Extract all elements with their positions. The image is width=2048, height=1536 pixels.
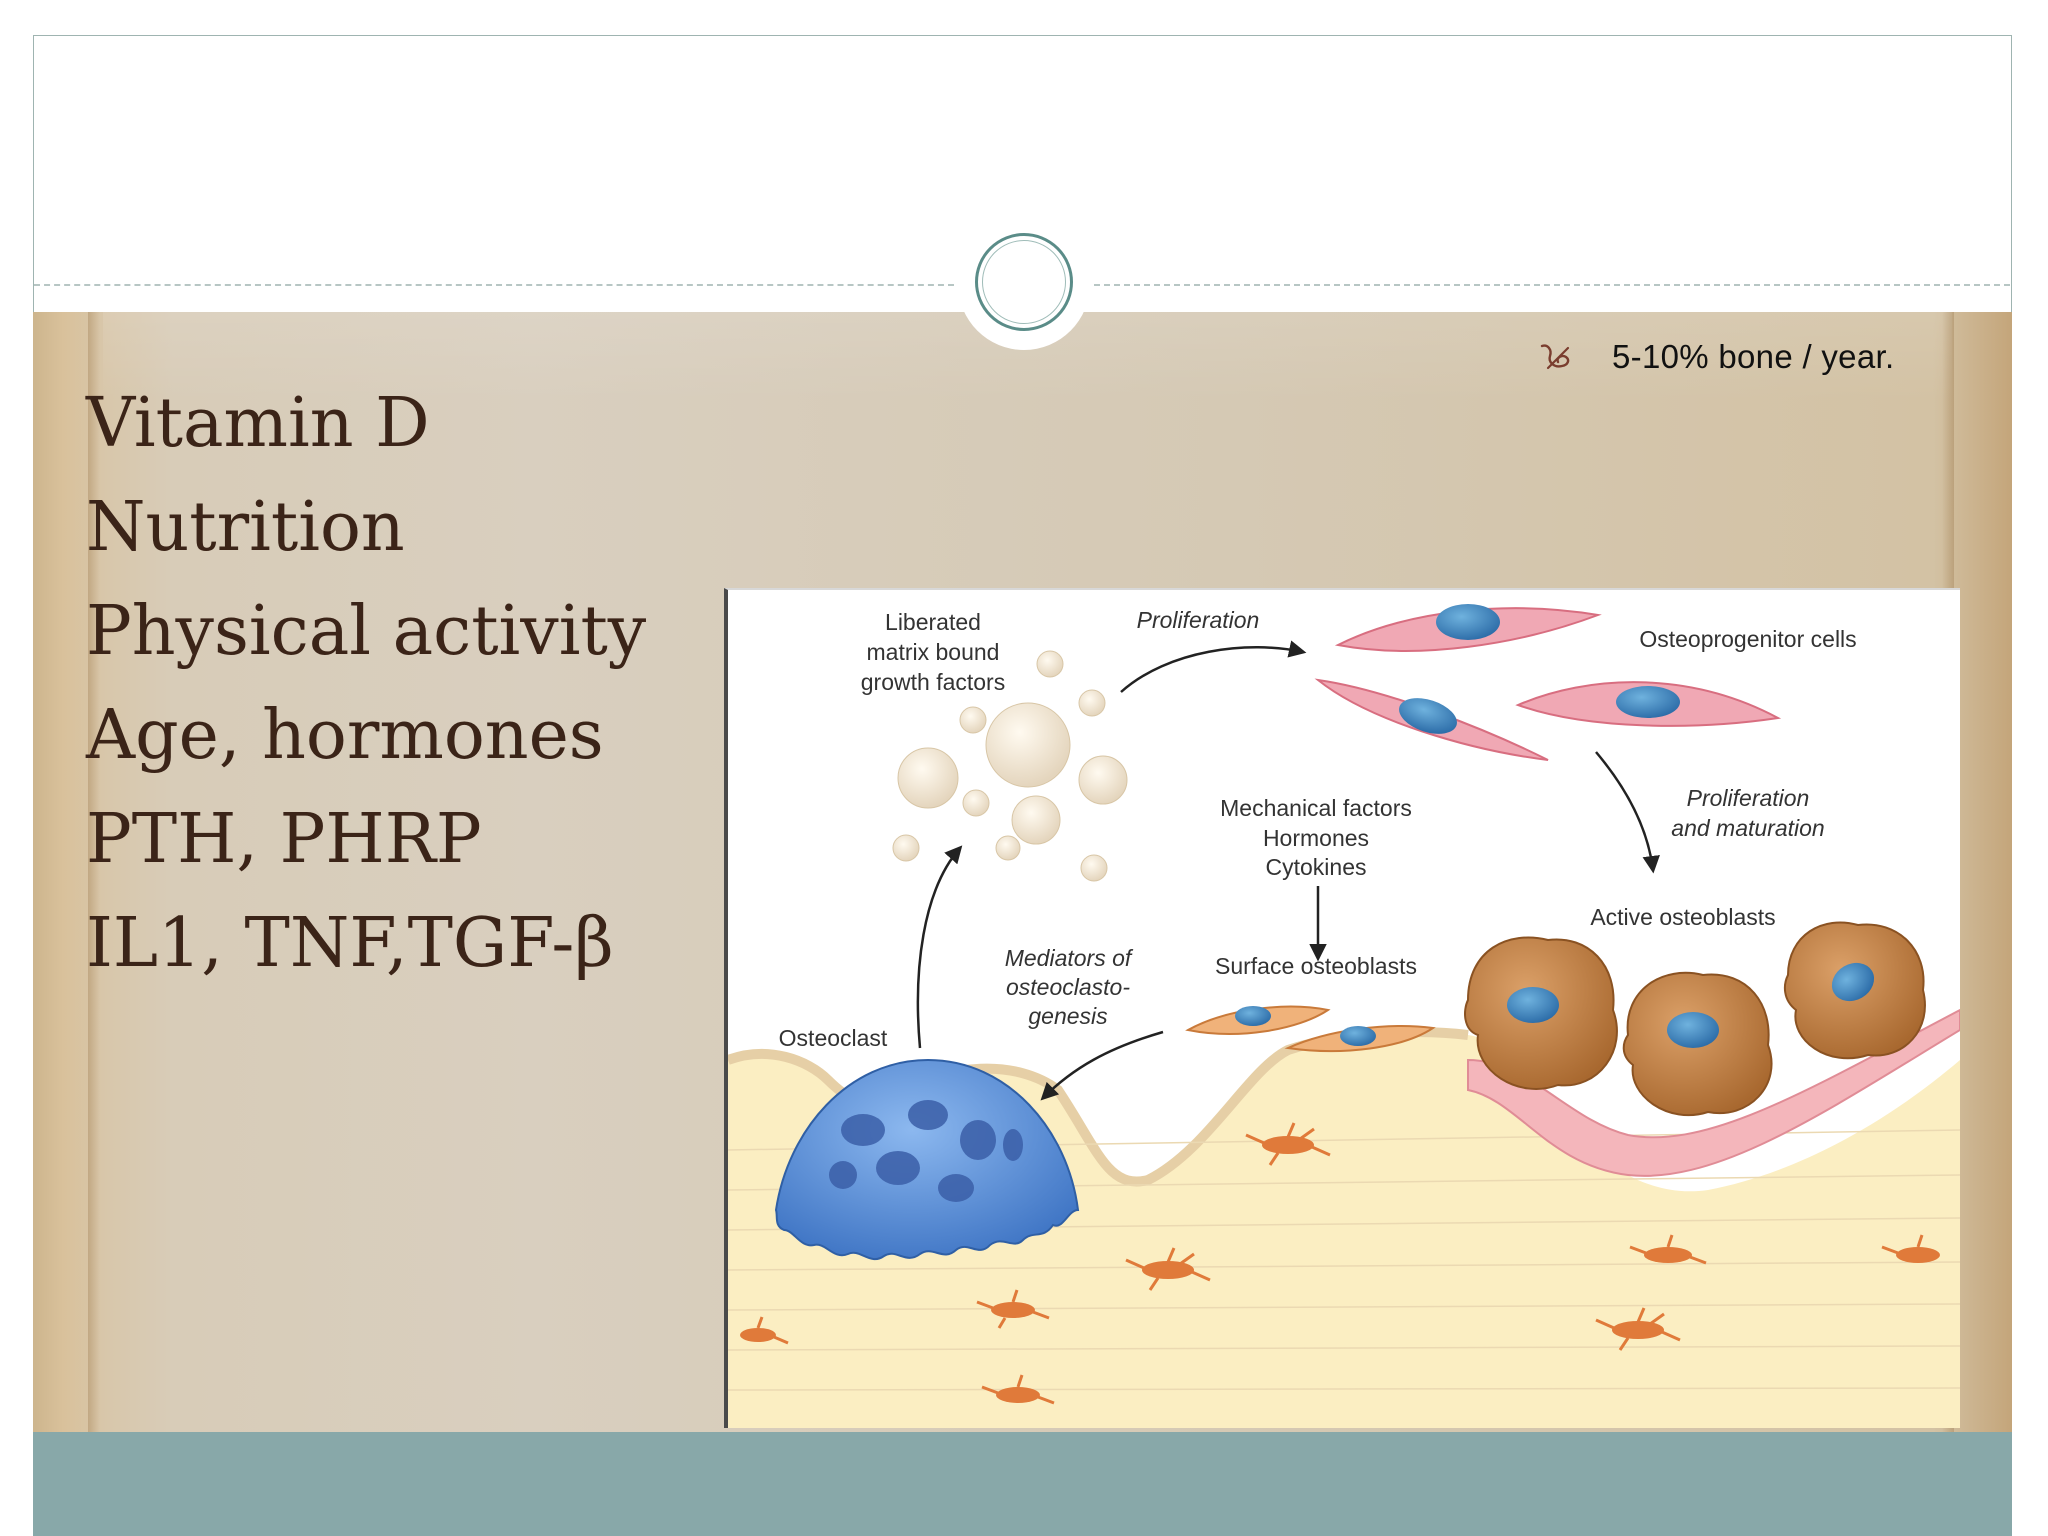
diagram-arrows bbox=[916, 640, 1660, 1101]
label-prolif-mat-2: and maturation bbox=[1671, 815, 1824, 841]
label-mediators-3: genesis bbox=[1028, 1003, 1108, 1029]
label-mediators-1: Mediators of bbox=[1005, 945, 1134, 971]
label-liberated-3: growth factors bbox=[861, 669, 1005, 695]
divider-right bbox=[1094, 284, 2010, 286]
label-factors-1: Mechanical factors bbox=[1220, 795, 1412, 821]
surface-osteoblasts bbox=[1185, 1005, 1436, 1053]
list-item: IL1, TNF,TGF-β bbox=[86, 904, 614, 983]
label-prolif-mat-1: Proliferation bbox=[1687, 785, 1810, 811]
list-item: Physical activity bbox=[86, 592, 647, 671]
paper-edge-left bbox=[88, 312, 100, 1432]
circle-ornament bbox=[975, 233, 1073, 331]
list-item: Nutrition bbox=[86, 488, 405, 567]
label-mediators-2: osteoclasto- bbox=[1006, 974, 1130, 1000]
label-factors-3: Cytokines bbox=[1266, 854, 1367, 880]
label-surface-osteoblasts: Surface osteoblasts bbox=[1215, 953, 1417, 979]
list-item: Vitamin D bbox=[86, 384, 430, 463]
label-active-osteoblasts: Active osteoblasts bbox=[1590, 904, 1775, 930]
growth-factor-spheres bbox=[892, 650, 1128, 882]
active-osteoblasts bbox=[1464, 921, 1926, 1117]
label-liberated-2: matrix bound bbox=[867, 639, 1000, 665]
list-item: PTH, PHRP bbox=[86, 800, 482, 879]
bullet-text: 5-10% bone / year. bbox=[1612, 338, 1895, 375]
footer-band bbox=[33, 1432, 2012, 1536]
osteocytes bbox=[740, 1122, 1940, 1405]
label-factors-2: Hormones bbox=[1263, 825, 1369, 851]
bone-remodeling-diagram: Liberated matrix bound growth factors Pr… bbox=[724, 588, 1960, 1428]
label-liberated-1: Liberated bbox=[885, 609, 981, 635]
label-osteoclast: Osteoclast bbox=[779, 1025, 888, 1051]
factor-list: Vitamin D Nutrition Physical activity Ag… bbox=[86, 372, 646, 996]
leaf-bullet-icon bbox=[1540, 344, 1570, 370]
label-proliferation: Proliferation bbox=[1137, 607, 1260, 633]
divider-left bbox=[34, 284, 954, 286]
label-osteoprogenitor: Osteoprogenitor cells bbox=[1639, 626, 1856, 652]
osteoprogenitor-cells bbox=[1314, 604, 1782, 761]
osteoclast-cell bbox=[774, 1058, 1080, 1261]
bullet-point: 5-10% bone / year. bbox=[1538, 338, 1894, 376]
osteoid-layer bbox=[1467, 1008, 1960, 1177]
list-item: Age, hormones bbox=[86, 696, 604, 775]
diagram-svg: Liberated matrix bound growth factors Pr… bbox=[728, 604, 1960, 1428]
